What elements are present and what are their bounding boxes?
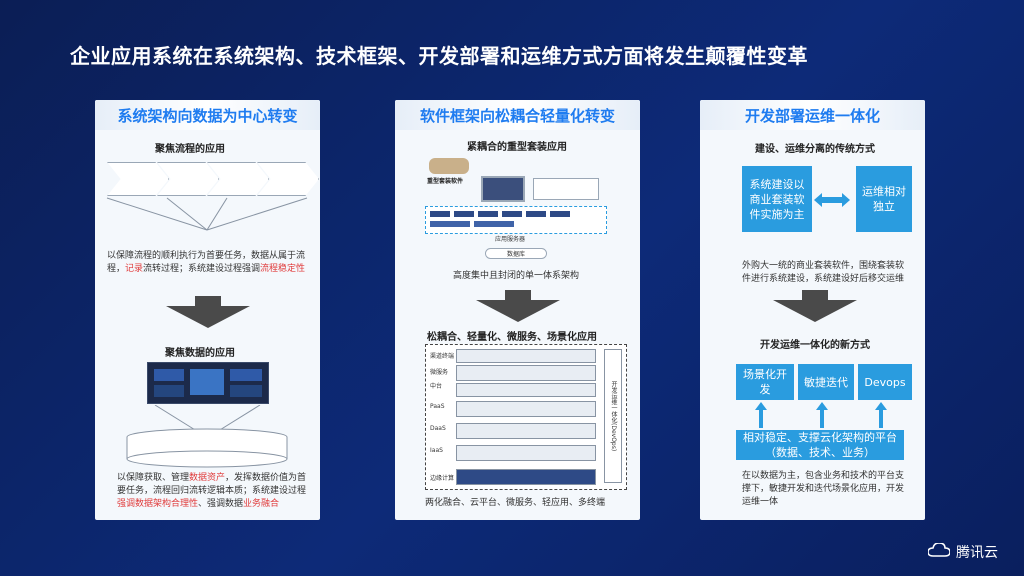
panel-devops: 开发部署运维一体化 建设、运维分离的传统方式 系统建设以商业套装软件实施为主 运…	[700, 100, 925, 520]
funnel-lines	[106, 197, 308, 231]
data-app-title: 聚焦数据的应用	[165, 348, 235, 359]
layered-architecture: 渠道终端 微服务 中台 PaaS DaaS IaaS 边缘计算 开发运维一体化(…	[425, 344, 627, 490]
traditional-title: 建设、运维分离的传统方式	[755, 144, 875, 155]
panel-devops-header: 开发部署运维一体化	[700, 100, 925, 130]
devops-box: Devops	[858, 364, 912, 400]
layer-iaas: IaaS	[430, 447, 443, 454]
scenario-dev-box: 场景化开发	[736, 364, 794, 400]
layer-middle-platform: 中台	[430, 383, 443, 390]
service-row	[456, 365, 596, 381]
layer-channel: 渠道终端	[430, 353, 455, 360]
dashboard-screenshot	[147, 362, 269, 404]
terminal-row	[456, 349, 596, 363]
process-app-title: 聚焦流程的应用	[155, 144, 225, 155]
traditional-ops-box: 运维相对独立	[856, 166, 912, 232]
cloud-icon	[927, 542, 951, 561]
tencent-cloud-logo: 腾讯云	[927, 542, 998, 562]
database-label: 数据库	[485, 248, 547, 259]
transition-arrow-icon-2	[476, 300, 560, 322]
module-grid	[425, 206, 607, 234]
app-server-label: 应用服务器	[495, 236, 526, 243]
transition-arrow-stem-3	[802, 290, 828, 300]
transition-arrow-icon-3	[773, 300, 857, 322]
devops-column: 开发运维一体化(DevOps)	[604, 349, 622, 483]
data-cylinder-diagram	[126, 405, 288, 468]
light-app-title: 松耦合、轻量化、微服务、场景化应用	[427, 332, 597, 343]
platform-row	[456, 383, 596, 397]
layer-edge: 边缘计算	[430, 475, 455, 482]
people-icon	[429, 158, 469, 174]
traditional-build-box: 系统建设以商业套装软件实施为主	[742, 166, 812, 232]
process-app-desc: 以保障流程的顺利执行为首要任务，数据从属于流程，记录流转过程；系统建设过程强调流…	[107, 251, 306, 274]
panel-framework-header: 软件框架向松耦合轻量化转变	[395, 100, 640, 130]
app-icons	[533, 178, 599, 200]
iaas-row	[456, 445, 596, 461]
new-way-desc: 在以数据为主，包含业务和技术的平台支撑下，敏捷开发和迭代场景化应用，开发运维一体	[742, 471, 905, 507]
panel-framework: 软件框架向松耦合轻量化转变 紧耦合的重型套装应用 重型套装软件 应用服务器 数据…	[395, 100, 640, 520]
new-way-title: 开发运维一体化的新方式	[760, 340, 870, 351]
heavy-app-caption: 高度集中且封闭的单一体系架构	[453, 271, 580, 281]
panel-architecture: 系统架构向数据为中心转变 聚焦流程的应用 以保障流程的顺利执行为首要任务，数据从…	[95, 100, 320, 520]
layer-daas: DaaS	[430, 425, 446, 432]
transition-arrow-icon	[166, 306, 250, 328]
heavy-package-diagram: 重型套装软件 应用服务器 数据库	[425, 158, 625, 259]
support-arrows	[755, 402, 887, 428]
laptop-icon	[481, 176, 525, 202]
page-title: 企业应用系统在系统架构、技术框架、开发部署和运维方式方面将发生颠覆性变革	[70, 44, 808, 68]
traditional-desc: 外购大一统的商业套装软件，围绕套装软件进行系统建设，系统建设好后移交运维	[742, 261, 905, 284]
process-chevrons	[95, 158, 320, 238]
paas-row	[456, 401, 596, 417]
data-app-desc: 以保障获取、管理数据资产，发挥数据价值为首要任务，流程回归流转逻辑本质；系统建设…	[117, 473, 307, 509]
transition-arrow-stem-2	[505, 290, 531, 300]
heavy-app-title: 紧耦合的重型套装应用	[467, 142, 567, 153]
edge-row	[456, 469, 596, 485]
daas-row	[456, 423, 596, 439]
double-arrow-icon	[814, 192, 850, 207]
platform-box: 相对稳定、支撑云化架构的平台（数据、技术、业务）	[736, 430, 904, 460]
logo-text: 腾讯云	[956, 545, 998, 561]
layer-microservice: 微服务	[430, 369, 449, 376]
agile-iteration-box: 敏捷迭代	[798, 364, 854, 400]
light-app-caption: 两化融合、云平台、微服务、轻应用、多终端	[425, 498, 606, 508]
package-label: 重型套装软件	[427, 178, 464, 185]
transition-arrow-stem	[195, 296, 221, 306]
layer-paas: PaaS	[430, 403, 445, 410]
panel-architecture-header: 系统架构向数据为中心转变	[95, 100, 320, 130]
